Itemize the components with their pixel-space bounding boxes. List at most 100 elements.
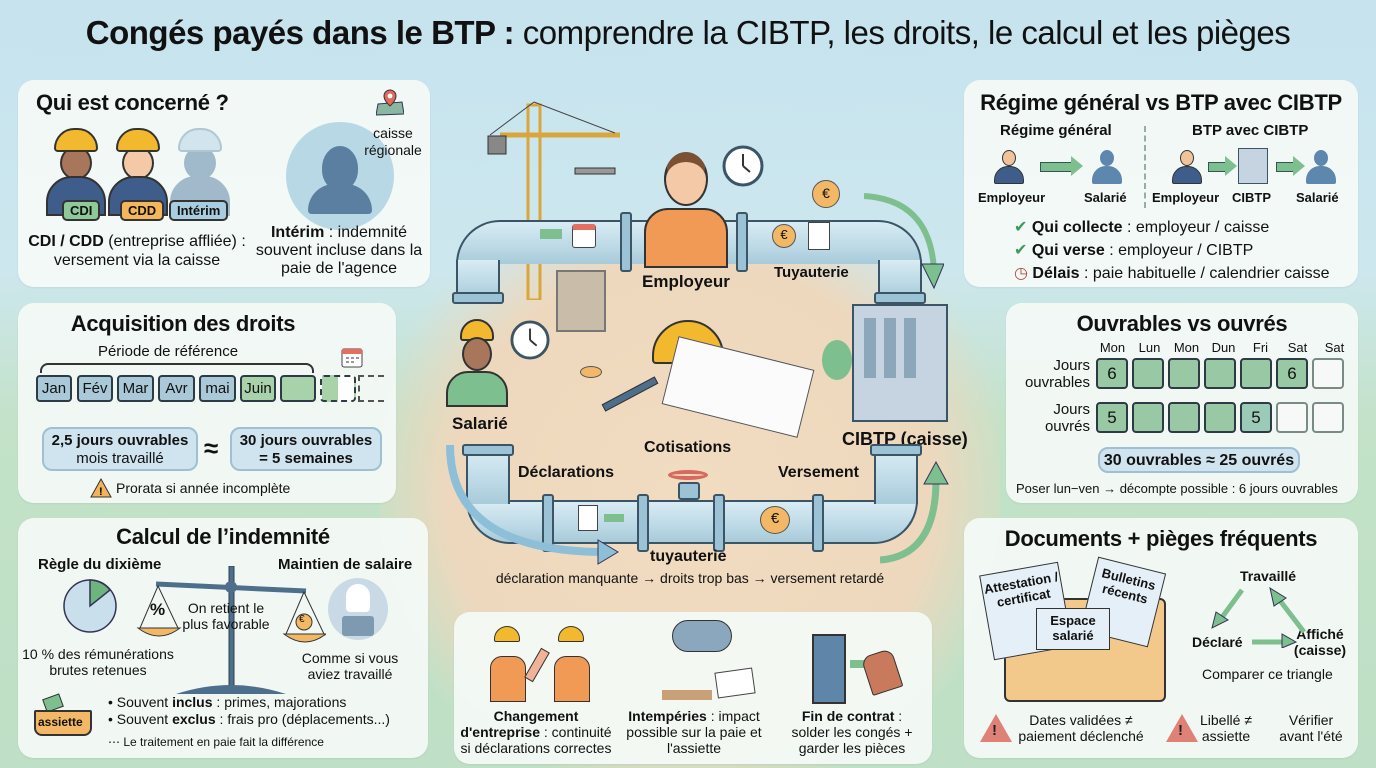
basket-icon: assiette — [34, 693, 92, 736]
euro-coin-icon: € — [772, 224, 796, 248]
handshake-workers-icon — [490, 626, 590, 702]
balance-scale-icon — [136, 566, 326, 694]
employer-figure — [640, 152, 732, 270]
row-label-worked-days: Jours ouvrés — [1044, 401, 1090, 435]
triangle-caption: Comparer ce triangle — [1202, 666, 1333, 682]
day-cell — [1132, 358, 1164, 389]
cdi-cdd-description: CDI / CDD (entreprise affliée) : verseme… — [28, 233, 246, 269]
check-pay: ✔ Qui verse : employeur / CIBTP — [1014, 242, 1254, 259]
arrow-right-icon — [1040, 156, 1083, 176]
tag-cdi: CDI — [62, 200, 101, 221]
euro-coins-icon: € — [812, 180, 840, 208]
day-cell — [1204, 402, 1236, 433]
day-cell: 5 — [1096, 402, 1128, 433]
pipe-flange — [736, 212, 748, 272]
flow-arrow-green-up-icon — [880, 460, 949, 564]
day-cell — [1132, 402, 1164, 433]
annual-total-pill: 30 jours ouvrables= 5 semaines — [230, 427, 382, 471]
divider — [1144, 126, 1146, 208]
doc-employee-space: Espace salarié — [1036, 608, 1110, 650]
check-delays: ◷ Délais : paie habituelle / calendrier … — [1014, 265, 1330, 282]
month-apr: Avr — [158, 375, 195, 402]
title-bold: Congés payés dans le BTP : — [85, 14, 515, 51]
warning-icon: ! — [1166, 714, 1198, 742]
approx-symbol: ≈ — [204, 433, 219, 463]
employer-label: Employeur — [642, 272, 730, 291]
panel-special-cases: Changement d'entreprise : continuité si … — [454, 612, 932, 764]
month-jan: Jan — [36, 375, 72, 402]
day-cell: 6 — [1276, 358, 1308, 389]
label-employee: Salarié — [1296, 190, 1339, 205]
coin-icon — [580, 366, 602, 378]
triangle-arrows-icon — [1211, 586, 1306, 648]
day-cell: 5 — [1240, 402, 1272, 433]
case-bad-weather: Intempéries : impact possible sur la pai… — [626, 708, 762, 756]
panel-heading: Ouvrables vs ouvrés — [1076, 311, 1288, 336]
document-icon — [578, 505, 598, 531]
panel-heading: Qui est concerné ? — [36, 90, 229, 115]
employee-icon — [1092, 150, 1122, 184]
payment-label: Versement — [778, 464, 859, 481]
day-cell — [1240, 358, 1272, 389]
bottom-pipe — [466, 500, 918, 544]
bullet-excluded: • Souvent exclus : frais pro (déplacemen… — [108, 711, 390, 727]
day-cell — [1204, 358, 1236, 389]
day-cell — [1276, 402, 1308, 433]
month-mar: Mar — [117, 375, 154, 402]
arrow-right-icon — [1208, 156, 1237, 176]
arrow-right-icon — [604, 514, 624, 522]
day-cell — [1312, 358, 1344, 389]
panel-who-is-concerned: Qui est concerné ? CDI CDD Intérim CDI /… — [18, 80, 430, 287]
favorable-text: On retient le plus favorable — [182, 600, 270, 632]
warning-icon: ! — [90, 478, 112, 498]
exit-arrow-icon — [850, 660, 866, 668]
title-rest: comprendre la CIBTP, les droits, le calc… — [514, 14, 1291, 51]
pipe-flange — [620, 212, 632, 272]
valve-wheel-icon[interactable] — [668, 470, 708, 480]
pipe-flange — [812, 494, 824, 552]
month-current — [280, 375, 316, 402]
month-jun: Juin — [240, 375, 276, 402]
pipe-flange — [874, 292, 926, 304]
check-icon: ✔ — [1014, 219, 1028, 236]
triangle-worked: Travaillé — [1240, 568, 1297, 584]
employee-icon — [1306, 150, 1336, 184]
tenth-rule-title: Règle du dixième — [38, 556, 162, 573]
payslip-icon — [714, 667, 756, 699]
day-cell — [1168, 402, 1200, 433]
door-icon — [812, 634, 846, 704]
triangle-declared: Déclaré — [1192, 634, 1243, 650]
month-future — [320, 375, 356, 402]
employee-label: Salarié — [452, 414, 508, 433]
summary-pill: 30 ouvrables ≈ 25 ouvrés — [1098, 447, 1300, 473]
pitfall-dates: Dates validées ≠ paiement déclenché — [1018, 712, 1144, 744]
label-employer: Employeur — [978, 190, 1046, 205]
rain-cloud-icon — [672, 620, 732, 652]
cibtp-building-icon — [852, 304, 948, 422]
case-contract-end: Fin de contrat : solder les congés + gar… — [791, 708, 913, 756]
panel-heading: Régime général vs BTP avec CIBTP — [980, 90, 1342, 115]
regime-checklist: ✔ Qui collecte : employeur / caisse ✔ Qu… — [1014, 216, 1329, 285]
general-regime-title: Régime général — [1000, 122, 1112, 139]
check-collect: ✔ Qui collecte : employeur / caisse — [1014, 219, 1270, 236]
panel-regime-comparison: Régime général vs BTP avec CIBTP Régime … — [964, 80, 1358, 287]
stamp-icon — [860, 648, 904, 696]
payroll-note: ⋯ Le traitement en paie fait la différen… — [108, 735, 324, 749]
calendar-icon — [572, 224, 596, 248]
bottom-pipe-right-leg — [874, 448, 918, 504]
panel-heading: Calcul de l’indemnité — [116, 524, 330, 549]
panel-indemnity-calculation: Calcul de l’indemnité Règle du dixième M… — [18, 518, 428, 758]
day-cell — [1168, 358, 1200, 389]
bottom-pipe-label: tuyauterie — [650, 548, 727, 565]
clock-icon: ◷ — [1014, 265, 1028, 282]
row-label-working-days: Jours ouvrables — [1024, 357, 1090, 391]
salary-maintenance-caption: Comme si vous aviez travaillé — [301, 650, 399, 682]
panel-heading: Acquisition des droits — [70, 311, 296, 336]
svg-text:!: ! — [99, 486, 103, 498]
prorata-warning: ! Prorata si année incomplète — [90, 478, 290, 498]
contributions-label: Cotisations — [644, 439, 732, 456]
triangle-displayed: Affiché (caisse) — [1293, 626, 1347, 658]
month-feb: Fév — [77, 375, 113, 402]
day-cell — [1312, 402, 1344, 433]
